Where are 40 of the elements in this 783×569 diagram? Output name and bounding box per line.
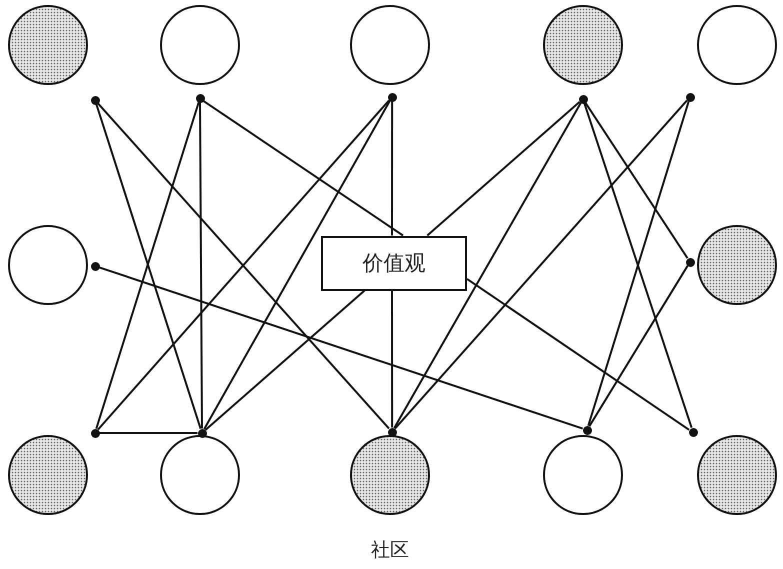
connection-dot <box>196 94 204 102</box>
connection-dot <box>388 92 396 102</box>
connection-dot <box>388 428 396 436</box>
connection-dot <box>688 428 698 436</box>
connection-dot <box>90 262 100 270</box>
connecting-line <box>202 100 404 236</box>
shaded-circle <box>543 5 623 85</box>
connecting-line <box>394 100 688 430</box>
caption: 社区 <box>371 538 409 563</box>
connecting-line <box>584 102 688 259</box>
connecting-line <box>588 265 688 427</box>
shaded-circle <box>697 225 777 305</box>
shaded-circle <box>350 435 430 515</box>
connecting-line <box>391 102 394 236</box>
connection-dot <box>578 94 588 104</box>
connection-dot <box>198 428 206 438</box>
circle <box>160 435 240 515</box>
connecting-line <box>203 100 391 430</box>
connection-dot <box>582 426 592 434</box>
shaded-circle <box>8 435 88 515</box>
circle <box>543 435 623 515</box>
shaded-circle <box>8 5 88 85</box>
connecting-line <box>391 290 394 428</box>
value-box: 价值观 <box>321 236 467 290</box>
circle <box>160 5 240 85</box>
circle <box>697 5 777 85</box>
connecting-line <box>393 102 582 429</box>
connection-dot <box>90 96 100 104</box>
connecting-line <box>466 278 690 431</box>
circle <box>350 5 430 85</box>
connecting-line <box>426 101 580 236</box>
connecting-line <box>100 432 198 434</box>
circle <box>8 225 88 305</box>
connection-dot <box>686 92 694 102</box>
connecting-line <box>204 290 366 431</box>
shaded-circle <box>697 435 777 515</box>
connecting-line <box>98 266 584 430</box>
connection-dot <box>686 258 694 266</box>
connecting-line <box>199 102 203 428</box>
connection-dot <box>90 428 100 438</box>
